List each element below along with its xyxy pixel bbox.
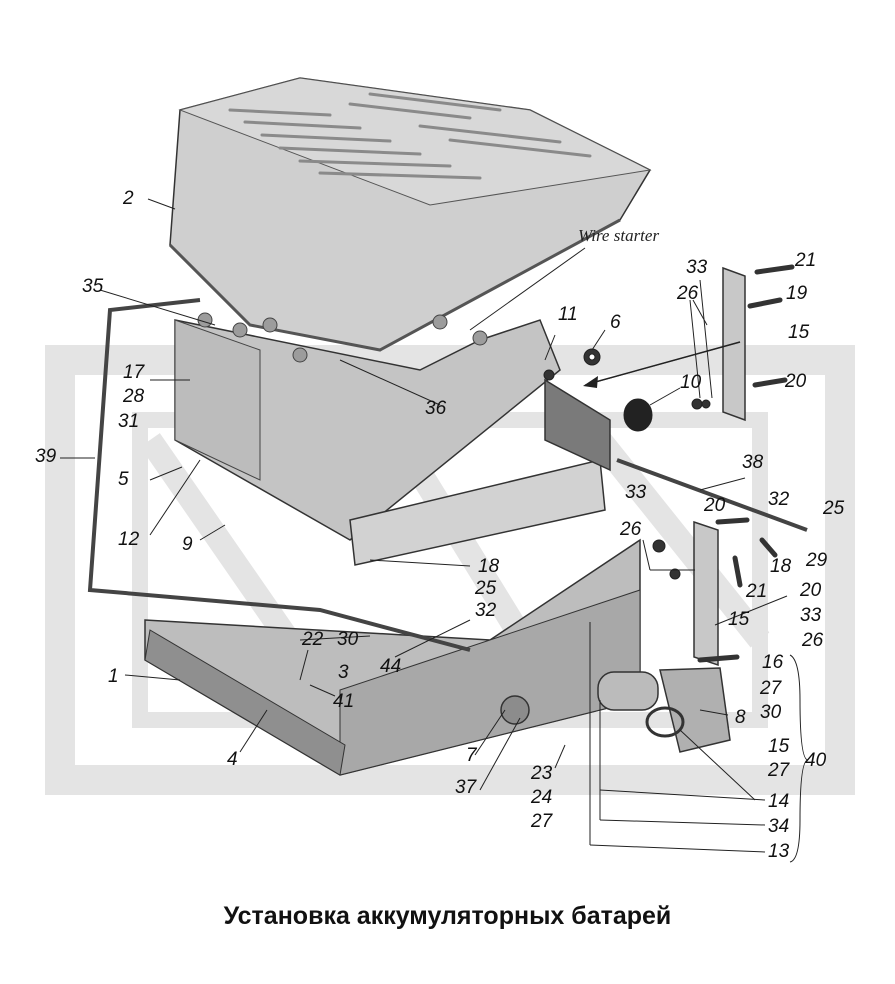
callout-30b: 30 (760, 702, 782, 723)
diagram-caption: Установка аккумуляторных батарей (223, 902, 672, 930)
callout-21b: 21 (745, 581, 767, 602)
callout-11: 11 (558, 304, 578, 325)
callout-17: 17 (123, 362, 146, 383)
callout-4: 4 (227, 749, 238, 770)
callout-15a: 15 (788, 322, 810, 343)
callout-23: 23 (530, 763, 553, 784)
callout-8: 8 (735, 707, 746, 728)
callout-14: 14 (768, 791, 789, 812)
callout-18a: 18 (478, 556, 500, 577)
callout-44: 44 (380, 656, 401, 677)
batteries (174, 312, 561, 541)
callout-numbers: 1 2 3 4 5 6 7 8 9 10 11 12 13 14 15 15 1… (35, 188, 845, 862)
callout-19: 19 (786, 283, 808, 304)
small-parts (543, 348, 711, 580)
callout-25a: 25 (474, 578, 497, 599)
callout-31: 31 (118, 411, 139, 432)
callout-27b: 27 (767, 760, 791, 781)
callout-2: 2 (122, 188, 134, 209)
callout-26b: 26 (619, 519, 642, 540)
callout-15c: 15 (768, 736, 790, 757)
callout-32a: 32 (475, 600, 497, 621)
callout-28: 28 (122, 386, 145, 407)
callout-37: 37 (455, 777, 478, 798)
callout-33a: 33 (686, 257, 708, 278)
callout-20b: 20 (703, 495, 726, 516)
callout-38: 38 (742, 452, 764, 473)
battery-cover (168, 77, 652, 352)
callout-7: 7 (466, 745, 478, 766)
rod-and-wire (87, 298, 808, 652)
callout-30a: 30 (337, 629, 359, 650)
callout-35: 35 (82, 276, 104, 297)
callout-12: 12 (118, 529, 140, 550)
callout-32b: 32 (768, 489, 790, 510)
callout-6: 6 (610, 312, 621, 333)
callout-21a: 21 (794, 250, 816, 271)
callout-20c: 20 (799, 580, 822, 601)
callout-29: 29 (805, 550, 828, 571)
callout-16: 16 (762, 652, 784, 673)
annotation-wire-starter: Wire starter (578, 226, 659, 245)
callout-27c: 27 (530, 811, 554, 832)
callout-5: 5 (118, 469, 129, 490)
switch-assembly (500, 667, 731, 753)
callout-27a: 27 (759, 678, 783, 699)
callout-34: 34 (768, 816, 789, 837)
callout-24: 24 (530, 787, 552, 808)
bolts (697, 264, 795, 663)
callout-22: 22 (301, 629, 324, 650)
leader-lines (60, 198, 809, 863)
callout-39: 39 (35, 446, 57, 467)
callout-26a: 26 (676, 283, 699, 304)
arrow-indicator (583, 341, 741, 388)
callout-25b: 25 (822, 498, 845, 519)
callout-1: 1 (108, 666, 119, 687)
callout-13: 13 (768, 841, 790, 862)
callout-3: 3 (338, 662, 349, 683)
callout-41: 41 (333, 691, 354, 712)
callout-20a: 20 (784, 371, 807, 392)
callout-33b: 33 (625, 482, 647, 503)
callout-26c: 26 (801, 630, 824, 651)
callout-33c: 33 (800, 605, 822, 626)
callout-40: 40 (805, 750, 827, 771)
callout-15b: 15 (728, 609, 750, 630)
callout-36: 36 (425, 398, 447, 419)
callout-9: 9 (182, 534, 193, 555)
callout-18b: 18 (770, 556, 792, 577)
battery-frame (349, 378, 611, 566)
callout-10: 10 (680, 372, 702, 393)
